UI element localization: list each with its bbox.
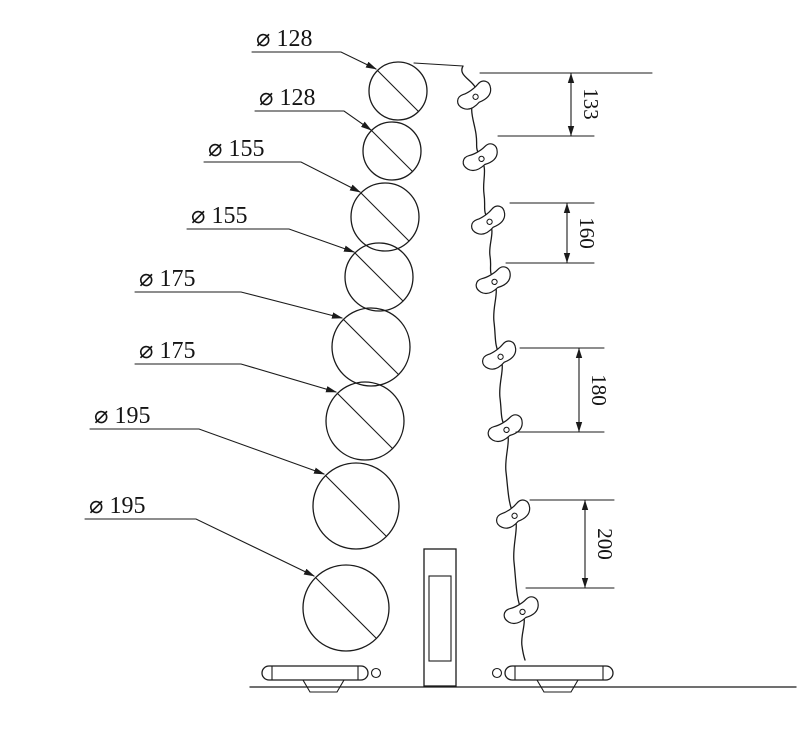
dumbbell-plate	[362, 121, 422, 181]
diameter-label: ⌀ 155	[191, 203, 247, 229]
spacing-dimension: 180	[515, 347, 611, 433]
caster-wheel	[370, 667, 382, 679]
cradle	[473, 263, 515, 299]
dumbbell-plate	[302, 564, 390, 652]
right-foot	[491, 665, 614, 693]
diameter-callout: ⌀ 175	[134, 266, 343, 319]
leader-line	[134, 363, 337, 393]
dumbbell-plate	[344, 242, 414, 312]
spacing-dimension: 160	[505, 202, 599, 264]
foot-pad	[302, 679, 345, 693]
leader-line	[89, 428, 325, 475]
diameter-label: ⌀ 175	[139, 266, 195, 292]
diameter-callout: ⌀ 175	[134, 338, 337, 393]
cradle	[468, 202, 510, 240]
rack-base	[249, 548, 797, 693]
diameter-callout: ⌀ 155	[186, 203, 355, 253]
spacing-dimensions: 133 160 180 200	[479, 72, 653, 589]
cradles	[454, 77, 543, 629]
dumbbell-plate	[331, 307, 411, 387]
diameter-callout: ⌀ 128	[251, 26, 377, 70]
diameter-label: ⌀ 128	[256, 26, 312, 52]
diameter-label: ⌀ 175	[139, 338, 195, 364]
cradle	[479, 337, 521, 375]
leader-line	[251, 51, 377, 70]
leader-line	[186, 228, 355, 253]
dumbbell-stack	[302, 61, 428, 652]
leader-line	[254, 110, 372, 131]
diameter-label: ⌀ 195	[94, 403, 150, 429]
diameter-callout: ⌀ 128	[254, 85, 372, 131]
spacing-dimension: 200	[525, 499, 617, 589]
dumbbell-plate	[350, 182, 420, 252]
diameter-label: ⌀ 128	[259, 85, 315, 111]
diameter-label: ⌀ 155	[208, 136, 264, 162]
dumbbell-plate	[325, 381, 405, 461]
spacing-dimension-label: 160	[575, 217, 599, 249]
leader-line	[203, 161, 361, 193]
caster-wheel	[491, 667, 503, 679]
spacing-dimension: 133	[479, 72, 653, 137]
spacing-dimension-label: 133	[579, 88, 603, 120]
leader-line	[84, 518, 315, 577]
left-foot	[261, 665, 382, 693]
diameter-callout: ⌀ 195	[89, 403, 325, 475]
cradle	[501, 593, 543, 629]
cradle	[460, 140, 502, 176]
dumbbell-plate	[368, 61, 428, 121]
foot-pad	[536, 679, 579, 693]
dumbbell-plate	[312, 462, 400, 550]
diameter-callout: ⌀ 155	[203, 136, 361, 193]
center-post	[423, 548, 457, 687]
diameter-callout: ⌀ 195	[84, 493, 315, 577]
cradle	[493, 496, 535, 534]
spacing-dimension-label: 200	[593, 528, 617, 560]
leader-line	[134, 291, 343, 319]
diameter-callouts: ⌀ 128 ⌀ 128 ⌀ 155 ⌀ 155 ⌀ 175 ⌀ 175 ⌀ 19…	[84, 26, 377, 577]
cradle	[485, 411, 527, 447]
top-connector-line	[413, 62, 464, 67]
spacing-dimension-label: 180	[587, 374, 611, 406]
cradle	[454, 77, 496, 115]
diameter-label: ⌀ 195	[89, 493, 145, 519]
